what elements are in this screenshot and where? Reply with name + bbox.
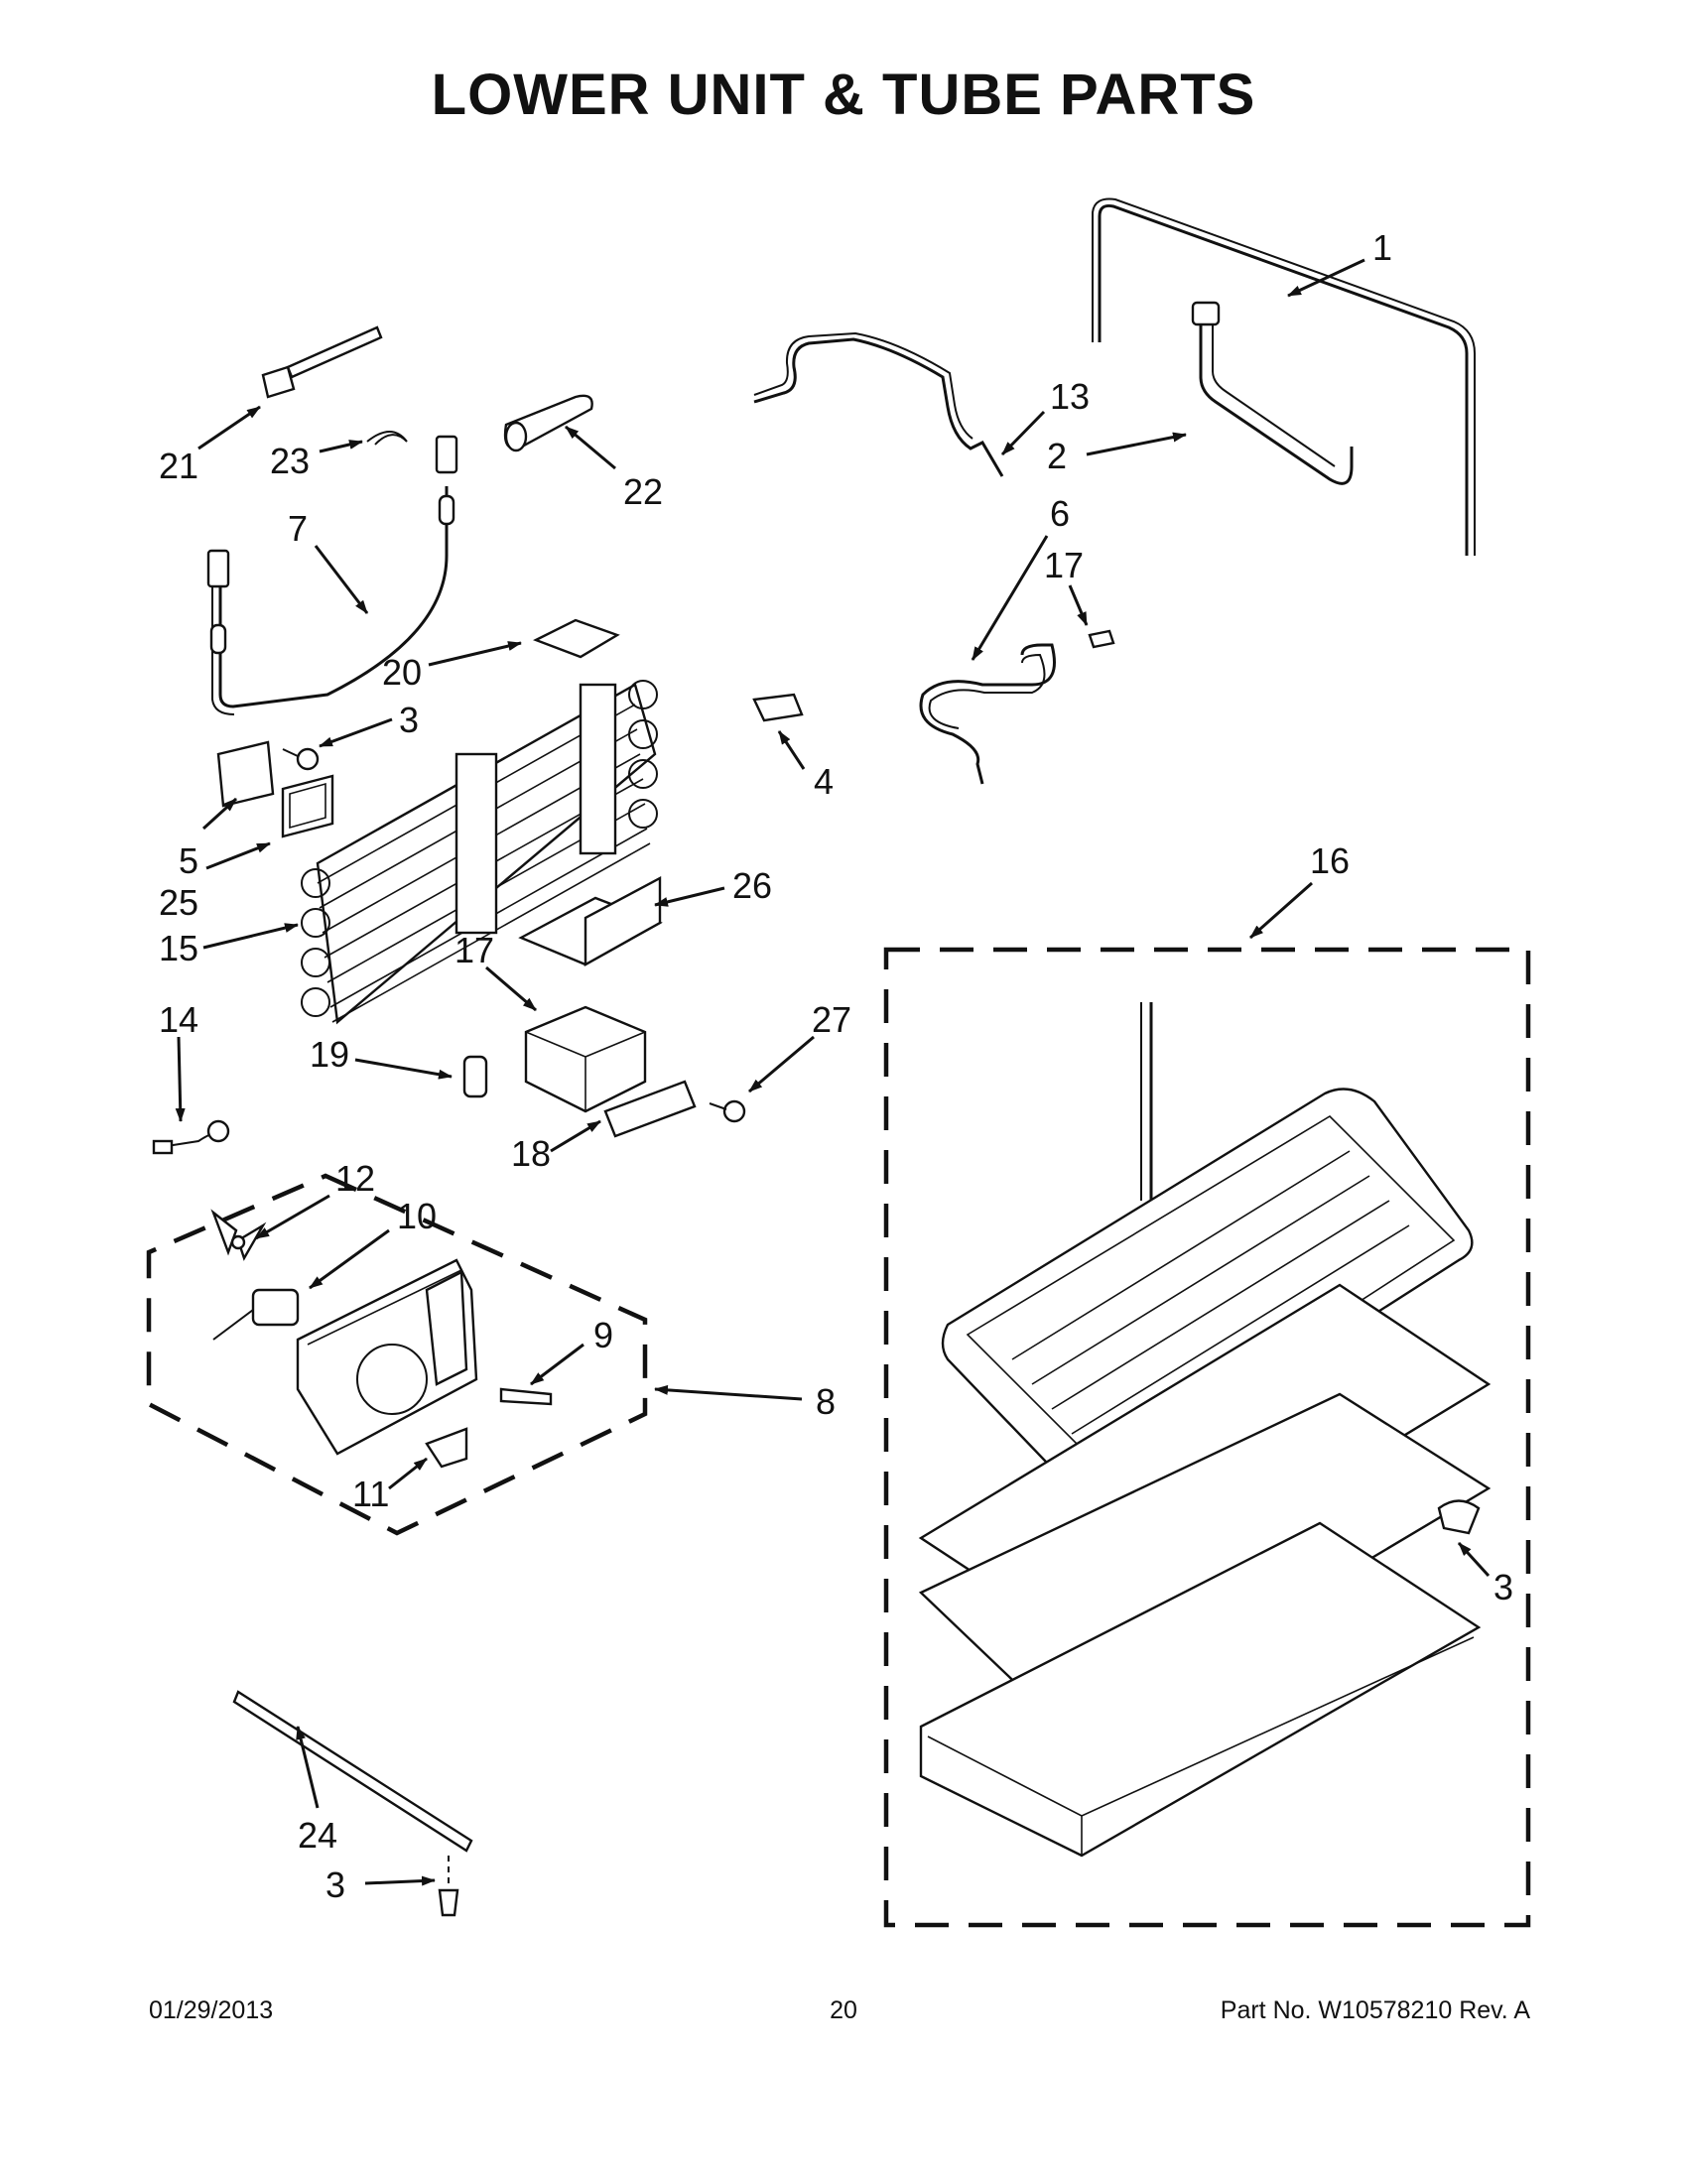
- callout-1: 1: [1372, 227, 1392, 268]
- part-3-screw-bottom: [438, 1856, 459, 1917]
- callout-5: 5: [179, 840, 198, 881]
- part-13-tube: [753, 331, 1004, 477]
- callout-15: 15: [159, 928, 198, 968]
- callout-24: 24: [298, 1815, 337, 1856]
- callout-27: 27: [812, 999, 851, 1040]
- part-5-bracket: [216, 740, 320, 808]
- part-10-fan-motor: [212, 1288, 300, 1341]
- callout-21: 21: [159, 446, 198, 486]
- callout-19: 19: [310, 1034, 349, 1075]
- part-12-fan-blade: [210, 1209, 267, 1261]
- callout-12: 12: [335, 1158, 375, 1199]
- part-23-clip: [366, 431, 408, 446]
- leader-lines: [175, 258, 1491, 1886]
- callout-25: 25: [159, 882, 198, 923]
- part-20-pad: [533, 618, 620, 659]
- callout-2: 2: [1047, 436, 1067, 476]
- part-6-tube: [919, 643, 1056, 785]
- callout-18: 18: [511, 1133, 551, 1174]
- callout-14: 14: [159, 999, 198, 1040]
- callout-6: 6: [1050, 493, 1070, 534]
- part-21-cable-tie: [261, 325, 383, 399]
- page-title: LOWER UNIT & TUBE PARTS: [431, 63, 1256, 127]
- part-27-screw: [709, 1099, 746, 1123]
- callout-16: 16: [1310, 840, 1350, 881]
- callout-11: 11: [352, 1474, 389, 1514]
- callout-labels: 1 13 2 6 17 21 23 22 7 20 3 4 5 25 26 15…: [159, 227, 1513, 1905]
- part-25-gasket: [281, 774, 334, 838]
- part-2-u-tube: [1191, 301, 1354, 485]
- callout-3-top: 3: [399, 700, 419, 740]
- callout-20: 20: [382, 652, 422, 693]
- footer-part-number: Part No. W10578210 Rev. A: [1220, 1996, 1530, 2024]
- part-24-strip: [232, 1690, 473, 1853]
- callout-9: 9: [593, 1315, 613, 1355]
- part-17-bracket: [524, 1005, 647, 1113]
- part-22-tube: [503, 394, 593, 452]
- callout-4: 4: [814, 761, 834, 802]
- callout-8: 8: [816, 1381, 836, 1422]
- part-26-cover: [518, 876, 663, 967]
- part-9-bracket: [499, 1387, 553, 1406]
- part-18-cover: [603, 1080, 697, 1138]
- callout-3-right: 3: [1493, 1567, 1513, 1607]
- callout-26: 26: [732, 865, 772, 906]
- part-4-clip: [752, 693, 804, 722]
- part-1-tube: [1092, 197, 1476, 556]
- callout-23: 23: [270, 441, 310, 481]
- footer-page-number: 20: [830, 1996, 857, 2024]
- callout-17-top: 17: [1044, 545, 1084, 585]
- callout-7: 7: [288, 508, 308, 549]
- drain-pan-group-outline: [883, 947, 1531, 1928]
- part-7-harness: [206, 435, 458, 715]
- part-17-clip: [1088, 629, 1115, 649]
- part-11-clip: [425, 1427, 468, 1469]
- part-14-wire: [152, 1119, 230, 1155]
- callout-10: 10: [397, 1196, 437, 1236]
- callout-13: 13: [1050, 376, 1090, 417]
- callout-3-bottom: 3: [325, 1864, 345, 1905]
- callout-22: 22: [623, 471, 663, 512]
- footer-date: 01/29/2013: [149, 1996, 274, 2024]
- part-16-drain-pan-assembly: [918, 1002, 1492, 1858]
- part-19-capacitor: [462, 1055, 488, 1098]
- evaporator-fan-group-outline: [146, 1173, 648, 1536]
- part-15-evaporator: [301, 680, 658, 1025]
- part-8-fan-housing: [296, 1258, 478, 1456]
- callout-17-mid: 17: [454, 930, 494, 970]
